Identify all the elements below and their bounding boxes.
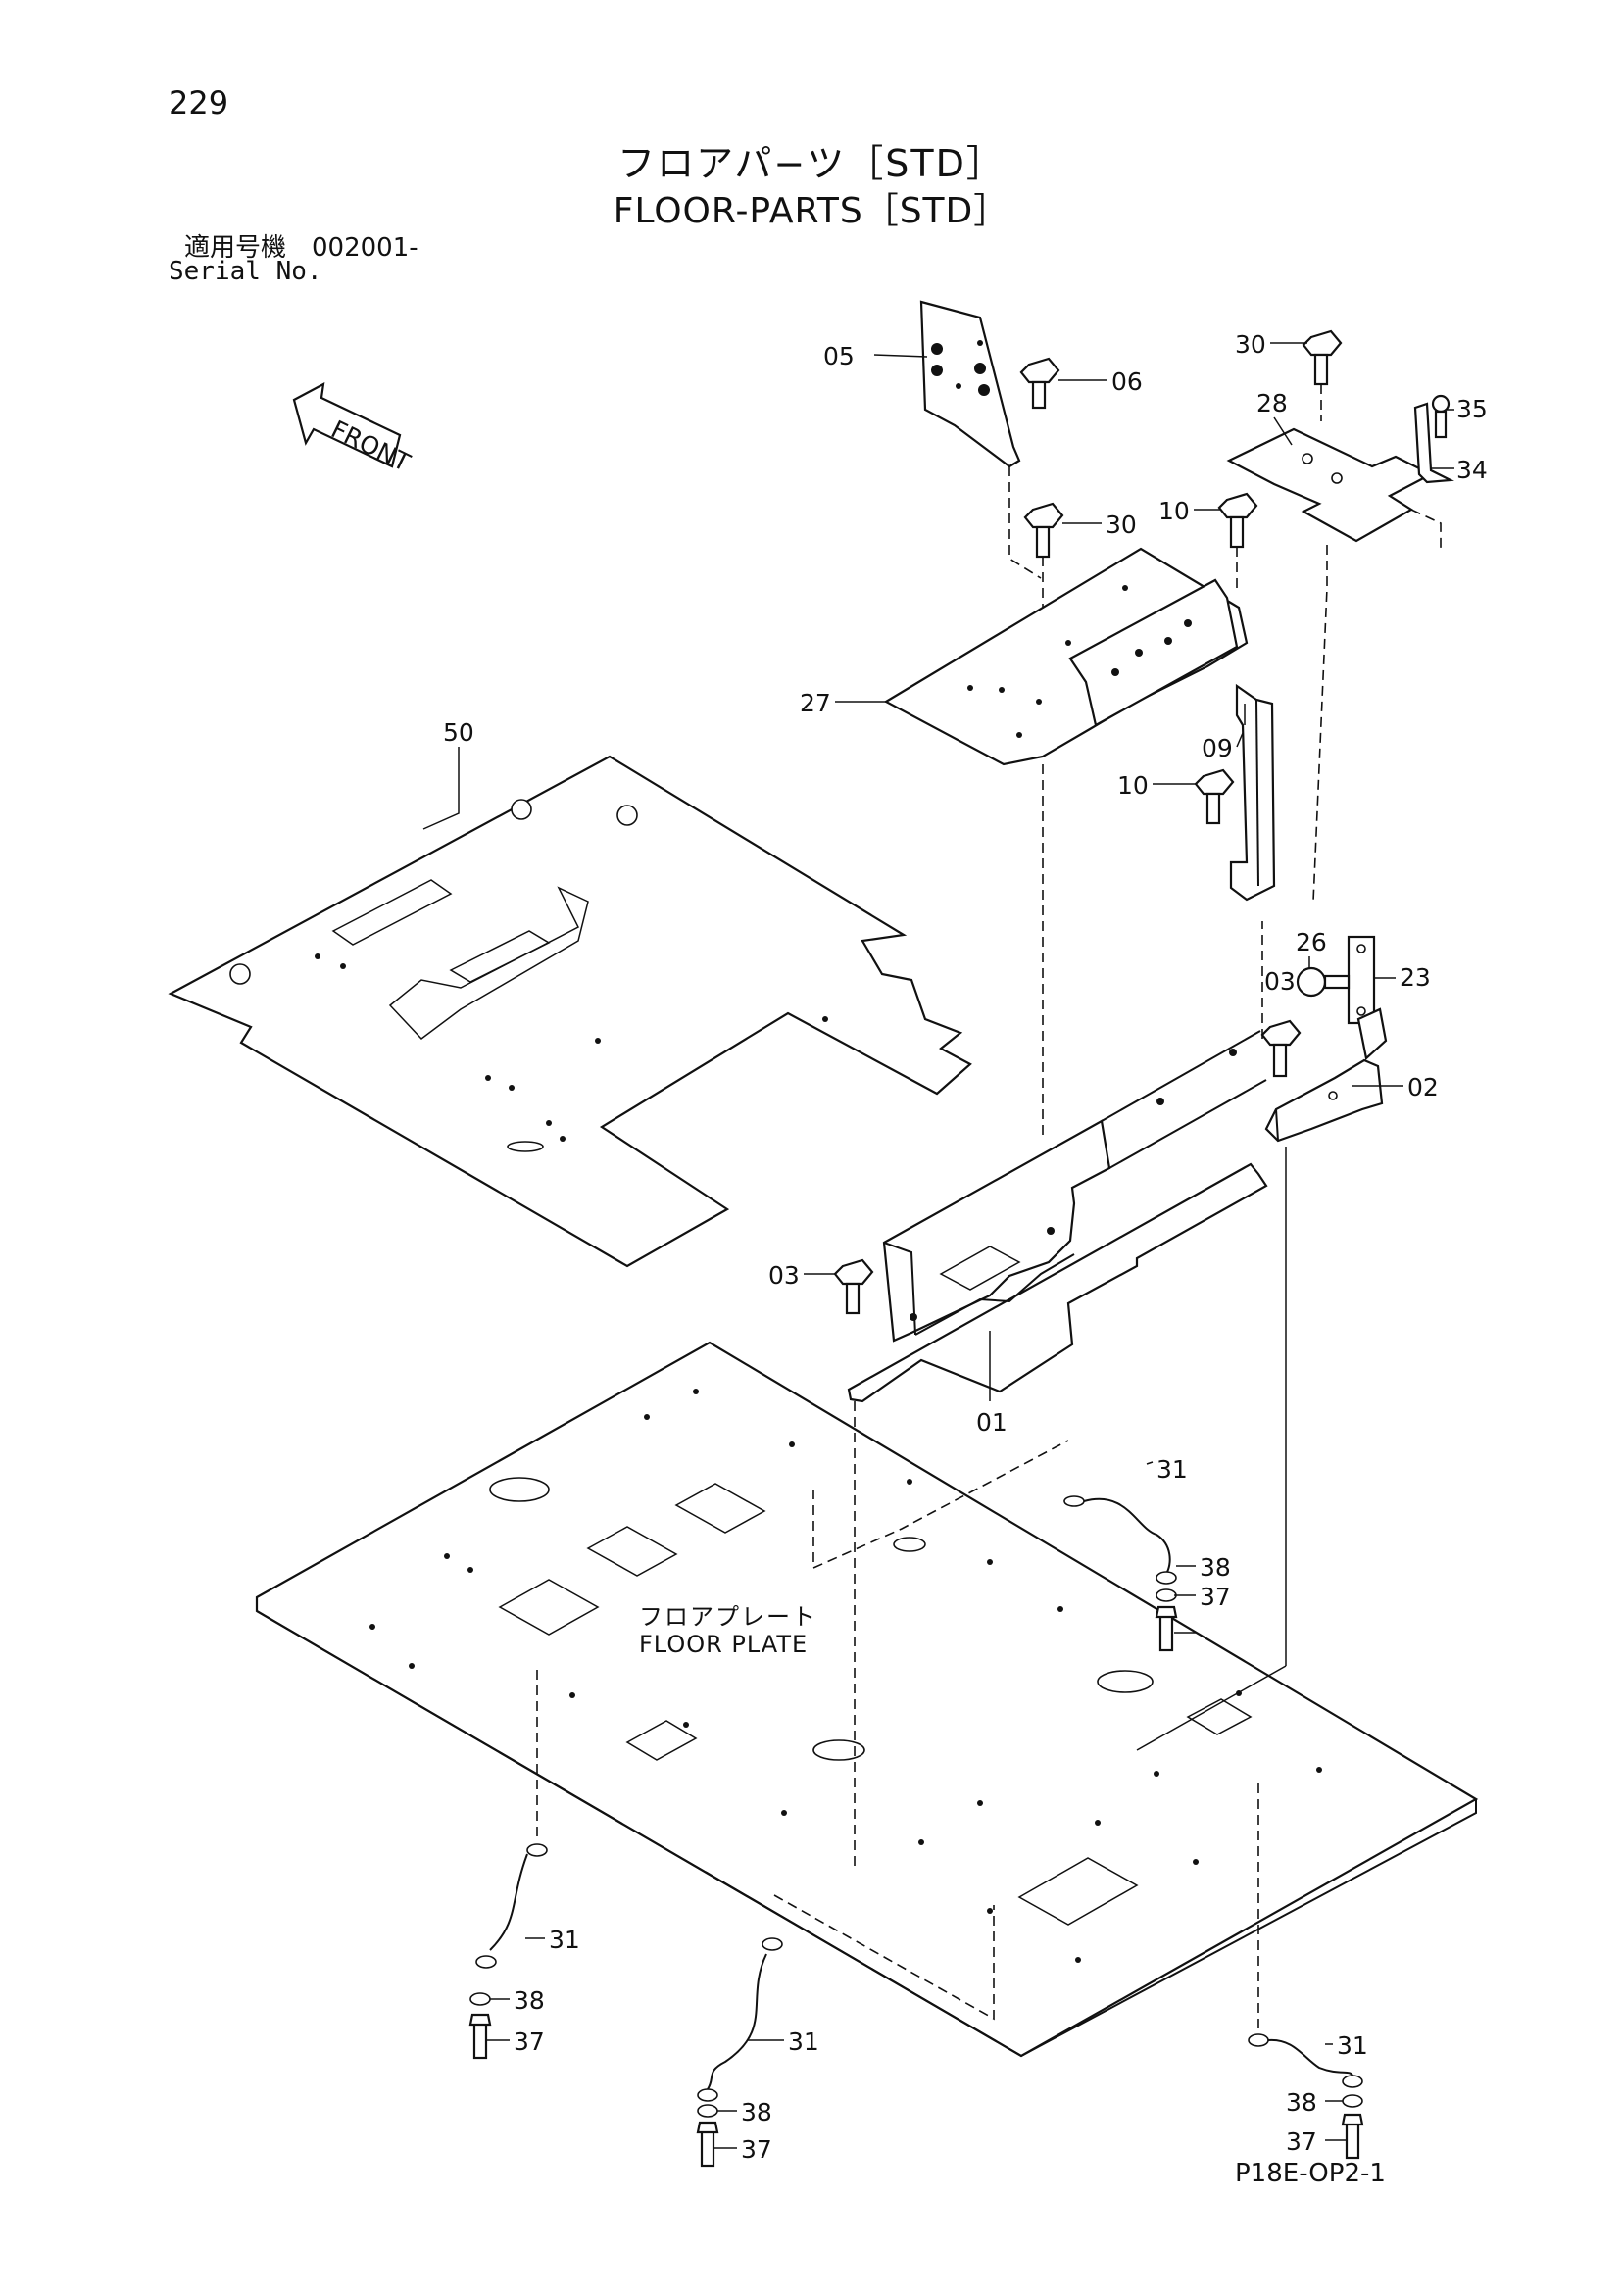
drawing-code: P18E-OP2-1 [1235,2159,1386,2188]
callout-28: 28 [1256,389,1288,417]
callout-26: 26 [1296,928,1327,956]
floor-plate [255,1341,1479,2058]
bolt-06 [1019,357,1107,410]
callout-38-right: 38 [1286,2088,1317,2117]
callout-30-middle: 30 [1106,511,1137,539]
callout-31-middle: 31 [788,2027,819,2056]
bracket-05 [919,300,1042,579]
callout-37-upper: 37 [1200,1583,1231,1611]
callout-05: 05 [823,342,855,370]
bolt-26 [1296,966,1351,998]
callout-labels: 05 06 30 28 35 34 30 10 27 09 10 50 26 0… [443,330,1488,2164]
callout-10-upper: 10 [1158,497,1190,525]
bolt-03-right [1260,1019,1302,1078]
page-title-english: FLOOR-PARTS［STD］ [613,191,1010,231]
bolt-03-left [833,1258,874,1315]
floor-plate-label-japanese: フロアプレート [639,1603,817,1631]
floor-panel-27 [883,547,1249,1137]
callout-37-left: 37 [514,2027,545,2056]
callout-31-left: 31 [549,1926,580,1954]
plate-28 [1226,427,1434,903]
bolt-30-top [1302,329,1343,421]
callout-31-right: 31 [1337,2031,1368,2060]
callout-23: 23 [1400,963,1431,992]
callout-27: 27 [800,689,831,717]
leader-lines [422,342,1454,2149]
callout-35: 35 [1456,395,1488,423]
callout-02: 02 [1407,1073,1439,1101]
callout-38-middle: 38 [741,2098,772,2126]
callout-38-left: 38 [514,1986,545,2015]
callout-37-middle: 37 [741,2135,772,2164]
bolt-30-middle [1023,502,1064,608]
ground-cable-31-upper [1063,1495,1178,1652]
bracket-09 [1229,683,1276,902]
bolt-10-lower [1194,768,1235,825]
bracket-02 [1136,1007,1388,1751]
callout-06: 06 [1111,367,1143,396]
serial-number-label: Serial No. [169,257,322,286]
bolt-10-upper [1217,492,1258,588]
page-title-japanese: フロアパ−ツ［STD］ [617,142,1006,185]
callout-37-right: 37 [1286,2127,1317,2156]
page-number: 229 [169,84,229,122]
plate-23 [1347,935,1376,1025]
serial-range-japanese: 適用号機 002001- [184,233,418,263]
callout-09: 09 [1202,734,1233,762]
callout-03-right: 03 [1264,967,1296,996]
front-direction-arrow: FRONT [292,382,415,477]
callout-10-lower: 10 [1117,771,1149,800]
callout-03-left: 03 [768,1261,800,1290]
bracket-34 [1410,402,1455,549]
floor-plate-label-english: FLOOR PLATE [639,1631,809,1658]
floor-mat-50 [168,755,972,1268]
ground-cable-31-middle [696,1937,783,2168]
ground-cable-31-left [468,1670,548,2060]
callout-38-upper: 38 [1200,1553,1231,1582]
callout-50: 50 [443,718,474,747]
callout-34: 34 [1456,456,1488,484]
callout-31-upper: 31 [1156,1455,1188,1484]
bracket-01 [847,921,1268,1872]
callout-01: 01 [976,1408,1008,1437]
callout-30-top: 30 [1235,330,1266,359]
bolt-35 [1431,394,1451,439]
ground-cable-31-right [1248,1783,1364,2160]
